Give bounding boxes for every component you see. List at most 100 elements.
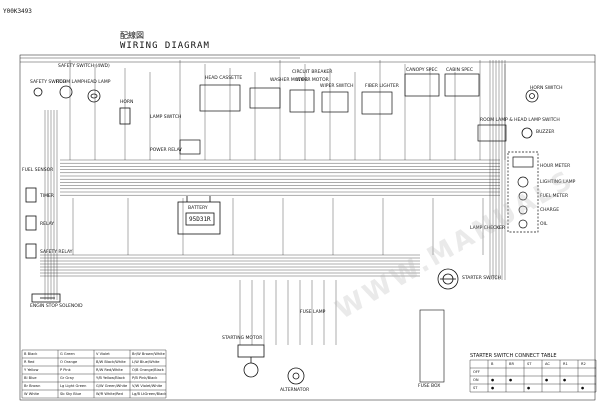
room-head-lamp-switch-label: ROOM LAMP & HEAD LAMP SWITCH bbox=[480, 118, 560, 123]
timer-label: TIMER bbox=[40, 194, 54, 199]
harness-frame bbox=[19, 54, 596, 401]
connect-table-grid bbox=[469, 359, 597, 393]
battery-model: 95D31R bbox=[189, 216, 211, 223]
legend-item: G/W Green/White bbox=[96, 384, 128, 388]
diagram-title: WIRING DIAGRAM bbox=[120, 41, 210, 51]
table-cell: ● bbox=[545, 377, 549, 382]
head-lamp-label: HEAD LAMP bbox=[84, 80, 111, 85]
component-box bbox=[199, 84, 241, 112]
component-box bbox=[289, 89, 315, 113]
legend-item: Br Brown bbox=[24, 384, 41, 388]
color-legend-grid bbox=[21, 349, 167, 399]
legend-item: B/W Black/White bbox=[96, 360, 126, 364]
starter-switch-label: STARTER SWITCH bbox=[462, 276, 501, 281]
table-cell: ● bbox=[563, 377, 567, 382]
room-lamp-label: ROOM LAMP bbox=[56, 80, 84, 85]
safety-switch-4wd-label: SAFETY SWITCH (4WD) bbox=[58, 64, 110, 69]
table-cell: ● bbox=[509, 377, 513, 382]
wire-bundle bbox=[20, 57, 595, 345]
horn-left-label: HORN bbox=[120, 100, 134, 105]
table-cell: ON bbox=[473, 377, 479, 382]
charge-label: CHARGE bbox=[540, 208, 560, 213]
table-cell: ● bbox=[527, 385, 531, 390]
fuse-box-label: FUSE BOX bbox=[418, 384, 441, 389]
safety-switch-label: SAFETY SWITCH bbox=[30, 80, 67, 85]
fuse-box-symbol bbox=[419, 309, 445, 383]
fuel-meter-label: FUEL METER bbox=[540, 194, 569, 199]
starting-motor-label: STARTING MOTOR bbox=[222, 336, 263, 341]
legend-item: R/W Red/White bbox=[96, 368, 123, 372]
starting-motor-symbol bbox=[237, 344, 265, 378]
legend-item: W White bbox=[24, 392, 40, 396]
legend-item: G Green bbox=[60, 352, 75, 356]
table-header-cell: ST bbox=[527, 361, 532, 366]
alternator-label: ALTERNATOR bbox=[280, 388, 310, 393]
table-header-cell: AC bbox=[545, 361, 550, 366]
wiper-motor-label: WIPER MOTOR bbox=[296, 78, 329, 83]
table-cell: ● bbox=[581, 385, 585, 390]
lamp-checker-label: LAMP CHECKER bbox=[470, 226, 506, 231]
connect-table-title: STARTER SWITCH CONNECT TABLE bbox=[470, 353, 557, 359]
buzzer-symbol bbox=[521, 127, 533, 139]
legend-item: Y/B Yellow/Black bbox=[96, 376, 126, 380]
component-box bbox=[249, 87, 281, 109]
legend-item: V/W Violet/White bbox=[132, 384, 163, 388]
legend-item: P Pink bbox=[60, 368, 71, 372]
legend-item: R Red bbox=[24, 360, 35, 364]
legend-item: L/W Blue/White bbox=[132, 360, 160, 364]
relay-label: RELAY bbox=[40, 222, 55, 227]
table-cell: ● bbox=[491, 385, 495, 390]
legend-item: Y Yellow bbox=[24, 368, 39, 372]
horn-switch-label: HORN SWITCH bbox=[530, 86, 563, 91]
lamp-switch-label: LAMP SWITCH bbox=[150, 115, 182, 120]
horn-symbol bbox=[525, 89, 539, 103]
table-cell: ● bbox=[491, 377, 495, 382]
legend-item: Br/W Brown/White bbox=[132, 352, 165, 356]
fiber-lighter-label: FIBER LIGHTER bbox=[365, 84, 399, 89]
engine-stop-solenoid-label: ENGIN STOP SOLENOID bbox=[30, 304, 83, 309]
legend-item: Gr Gray bbox=[60, 376, 74, 380]
fuel-sensor-label: FUEL SENSOR bbox=[22, 168, 54, 173]
table-header-cell: B bbox=[491, 361, 494, 366]
fuse-lamp-label: FUSE LAMP bbox=[300, 310, 326, 315]
safety-relay-label: SAFETY RELAY bbox=[40, 250, 73, 255]
legend-item: O Orange bbox=[60, 360, 78, 364]
component-box bbox=[361, 91, 393, 115]
legend-item: P/B Pink/Black bbox=[132, 376, 158, 380]
circuit-breaker-label: CIRCUIT BREAKER bbox=[292, 70, 333, 75]
meter-panel-symbols bbox=[507, 151, 539, 233]
starter-switch-symbol bbox=[437, 268, 459, 290]
left-component-symbols bbox=[25, 85, 131, 303]
legend-item: V Violet bbox=[96, 352, 110, 356]
battery-label: BATTERY bbox=[188, 206, 208, 211]
oil-label: OIL bbox=[540, 222, 548, 227]
legend-item: O/B Orange/Black bbox=[132, 368, 164, 372]
hour-meter-label: HOUR METER bbox=[540, 164, 571, 169]
component-box bbox=[444, 73, 480, 97]
head-cassette-label: HEAD CASSETTE bbox=[205, 76, 243, 81]
table-header-cell: BR bbox=[509, 361, 514, 366]
battery-symbol bbox=[177, 196, 221, 235]
document-id: Y00K3493 bbox=[3, 8, 32, 15]
component-box bbox=[477, 124, 507, 142]
canopy-spec-label: CANOPY SPEC bbox=[406, 68, 438, 73]
component-box bbox=[321, 91, 349, 113]
table-cell: OFF bbox=[473, 369, 480, 374]
wiper-switch-label: WIPER SWITCH bbox=[320, 84, 354, 89]
table-header-cell: R2 bbox=[581, 361, 586, 366]
legend-item: Bl Blue bbox=[24, 376, 37, 380]
lighting-lamp-label: LIGHTING LAMP bbox=[540, 180, 576, 185]
washer-motor-label: WASHER MOTOR bbox=[270, 78, 308, 83]
component-box bbox=[179, 139, 201, 155]
table-cell: ST bbox=[473, 385, 478, 390]
component-symbols bbox=[179, 73, 507, 155]
diagram-title-japanese: 配線図 bbox=[120, 31, 144, 40]
legend-item: W/R White/Red bbox=[96, 392, 123, 396]
legend-item: Lg Light Green bbox=[60, 384, 87, 388]
alternator-symbol bbox=[287, 367, 305, 385]
cabin-spec-label: CABIN SPEC bbox=[446, 68, 473, 73]
component-box bbox=[404, 73, 440, 97]
table-header-cell: R1 bbox=[563, 361, 568, 366]
